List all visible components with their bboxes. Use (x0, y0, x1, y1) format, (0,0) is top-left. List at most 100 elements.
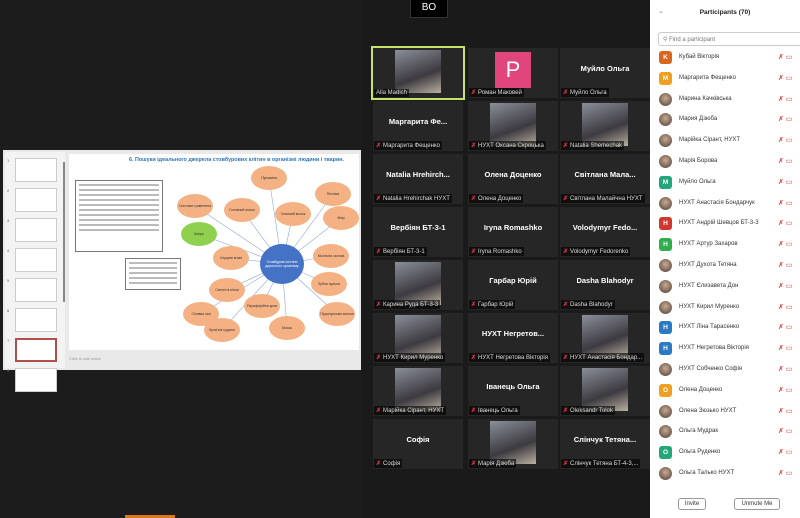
video-tile[interactable]: Олена Доценко✗Олена Доценко (468, 154, 558, 204)
participants-title: Participants (70) (699, 9, 751, 16)
muted-mic-and-video-off-icon[interactable]: ✗ ▭ (778, 428, 793, 436)
participant-row[interactable]: НУХТ Кирил Муренко ✗ ▭ (650, 298, 800, 318)
participant-avatar (659, 425, 672, 439)
slide-thumbnail[interactable] (15, 368, 57, 392)
muted-mic-and-video-off-icon[interactable]: ✗ ▭ (778, 137, 793, 145)
video-tile[interactable]: НУХТ Негретов...✗НУХТ Негретова Вікторія (468, 313, 558, 363)
participant-name: НУХТ Кирил Муренко (679, 303, 740, 310)
notes-placeholder[interactable]: Click to add notes (69, 356, 101, 361)
participant-name-label: ✗Світлана Малайчна НУХТ (561, 194, 645, 203)
muted-mic-and-video-off-icon[interactable]: ✗ ▭ (778, 54, 793, 61)
video-tile[interactable]: Вербіян БТ-3-1✗Вербіян БТ-3-1 (373, 207, 463, 257)
participant-row[interactable]: НУХТ Єлизавета Дон✗ ▭ (650, 277, 800, 297)
slide-thumbnail[interactable] (15, 248, 57, 272)
muted-mic-icon: ✗ (376, 355, 382, 361)
muted-mic-and-video-off-icon[interactable]: ✗ ▭ (778, 199, 793, 207)
video-tile[interactable]: Iryna Romashko✗Iryna Romashko (468, 207, 558, 257)
slide-thumbnail[interactable] (15, 218, 57, 242)
video-tile[interactable]: Dasha Blahodyr✗Dasha Blahodyr (560, 260, 650, 310)
video-tile[interactable]: Муйло Ольга✗Муйло Ольга (560, 48, 650, 98)
search-icon: ⚲ (663, 37, 670, 43)
muted-mic-and-video-off-icon[interactable]: ✗ ▭ (778, 303, 793, 311)
video-tile[interactable]: ✗Марійка Сірант, НУХТ (373, 366, 463, 416)
participant-display-name: Муйло Ольга (580, 64, 630, 73)
muted-mic-and-video-off-icon[interactable]: ✗ ▭ (778, 324, 793, 332)
thumbnail-scrollbar[interactable] (63, 162, 65, 302)
participant-name: Карина Руда БТ-3-3 (383, 302, 439, 308)
muted-mic-and-video-off-icon[interactable]: ✗ ▭ (778, 220, 793, 228)
muted-mic-icon: ✗ (376, 302, 382, 308)
muted-mic-and-video-off-icon[interactable]: ✗ ▭ (778, 366, 793, 373)
slide-number: 1 (7, 158, 10, 163)
video-tile[interactable]: Маргарита Фе...✗Маргарита Фещенко (373, 101, 463, 151)
muted-mic-icon: ✗ (376, 196, 382, 202)
video-tile[interactable]: Софія✗Софія (373, 419, 463, 469)
slide-thumbnail[interactable] (15, 158, 57, 182)
muted-mic-and-video-off-icon[interactable]: ✗ ▭ (778, 95, 793, 103)
video-tile[interactable]: ✗НУХТ Анастасія Бондар... (560, 313, 650, 363)
participant-avatar: K (659, 51, 672, 64)
participant-video (490, 103, 536, 146)
slide-thumbnail[interactable] (15, 188, 57, 212)
participant-row[interactable]: Марина Качківська✗ ▭ (650, 90, 800, 110)
participant-row[interactable]: Олена Зюзько НУХТ✗ ▭ (650, 402, 800, 422)
slide-thumbnail[interactable] (15, 338, 57, 362)
muted-mic-and-video-off-icon[interactable]: ✗ ▭ (778, 282, 793, 290)
video-tile[interactable]: ✗НУХТ Оксана Скроцька (468, 101, 558, 151)
participant-row[interactable]: Ольга Талько НУХТ✗ ▭ (650, 464, 800, 484)
muted-mic-and-video-off-icon[interactable]: ✗ ▭ (778, 470, 793, 477)
participant-name: НУХТ Анастасія Бондар... (570, 355, 643, 361)
collapse-chevron-icon[interactable]: ⌄ (658, 8, 664, 15)
muted-mic-and-video-off-icon[interactable]: ✗ ▭ (778, 386, 793, 394)
video-tile[interactable]: ✗Марія Дзюба (468, 419, 558, 469)
participant-search-input[interactable]: ⚲ Find a participant (658, 32, 800, 46)
video-tile[interactable]: P✗Роман Маковей (468, 48, 558, 98)
participant-name: Марія Борова (679, 158, 718, 164)
video-tile[interactable]: Natalia Hrehirch...✗Natalia Hrehirchak Н… (373, 154, 463, 204)
invite-button[interactable]: Invite (678, 498, 706, 510)
muted-mic-and-video-off-icon[interactable]: ✗ ▭ (778, 345, 793, 353)
slide-thumbnail[interactable] (15, 308, 57, 332)
video-tile[interactable]: ✗Карина Руда БТ-3-3 (373, 260, 463, 310)
video-tile[interactable]: Гарбар Юрій✗Гарбар Юрій (468, 260, 558, 310)
participant-row[interactable]: НУХТ Духота Тетяна✗ ▭ (650, 256, 800, 276)
participant-row[interactable]: Марійка Сірант, НУХТ✗ ▭ (650, 131, 800, 151)
muted-mic-and-video-off-icon[interactable]: ✗ ▭ (778, 74, 793, 82)
video-tile[interactable]: Іванець Ольга✗Іванець Ольга (468, 366, 558, 416)
muted-mic-and-video-off-icon[interactable]: ✗ ▭ (778, 449, 793, 457)
muted-mic-and-video-off-icon[interactable]: ✗ ▭ (778, 262, 793, 269)
share-indicator[interactable]: BO (410, 0, 448, 18)
video-tile[interactable]: ✗НУХТ Кирил Муренко (373, 313, 463, 363)
video-tile[interactable]: Світлана Мала...✗Світлана Малайчна НУХТ (560, 154, 650, 204)
participant-row[interactable]: Мария Дзюба✗ ▭ (650, 110, 800, 130)
muted-mic-icon: ✗ (376, 143, 382, 149)
participant-row[interactable]: Ольга Мудрак✗ ▭ (650, 422, 800, 442)
muted-mic-and-video-off-icon[interactable]: ✗ ▭ (778, 178, 793, 186)
muted-mic-and-video-off-icon[interactable]: ✗ ▭ (778, 158, 793, 165)
participant-row[interactable]: НУХТ Анастасія Бондарчук✗ ▭ (650, 194, 800, 214)
participant-row[interactable]: Марія Борова ✗ ▭ (650, 152, 800, 172)
participant-row[interactable]: НУХТ Собченко Софія✗ ▭ (650, 360, 800, 380)
video-tile[interactable]: ✗Oleksandr Tolok (560, 366, 650, 416)
video-tile[interactable]: Слінчук Тетяна...✗Слінчук Тетяна БТ-4-3,… (560, 419, 650, 469)
participant-video (490, 421, 536, 464)
participant-avatar: O (659, 446, 672, 460)
slide-thumbnail[interactable] (15, 278, 57, 302)
muted-mic-and-video-off-icon[interactable]: ✗ ▭ (778, 407, 793, 415)
video-tile[interactable]: ✗Natalia Shemechak (560, 101, 650, 151)
muted-mic-and-video-off-icon[interactable]: ✗ ▭ (778, 241, 793, 249)
video-tile[interactable]: Alla Madich (371, 46, 465, 100)
muted-mic-and-video-off-icon[interactable]: ✗ ▭ (778, 116, 793, 124)
unmute-me-button[interactable]: Unmute Me (734, 498, 780, 510)
video-tile[interactable]: Volodymyr Fedo...✗Volodymyr Fedorenko (560, 207, 650, 257)
